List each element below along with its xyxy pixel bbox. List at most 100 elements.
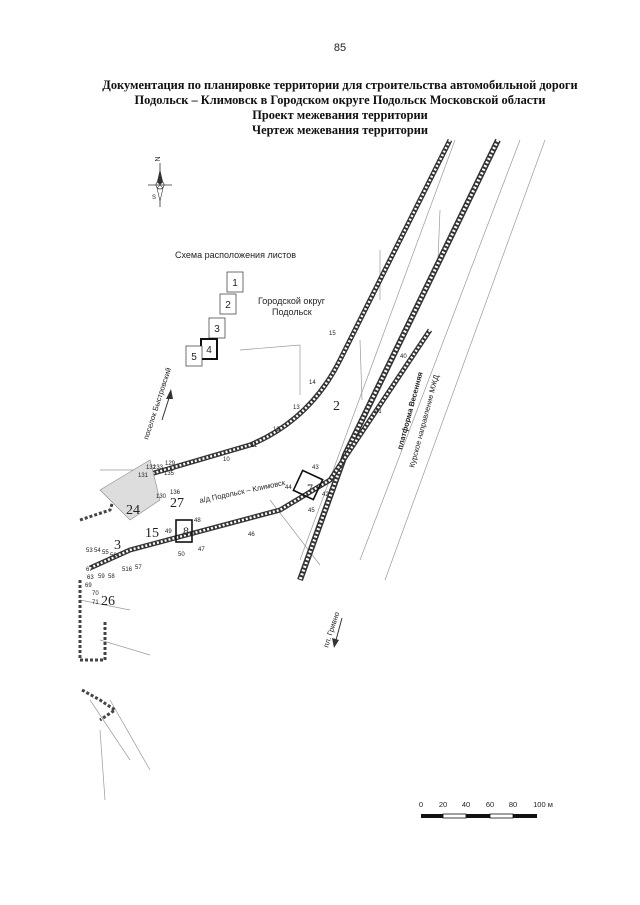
boundary-line [79, 599, 131, 611]
station-arrow-icon [332, 617, 343, 648]
zone-24: 24 [126, 503, 140, 518]
point-46: 46 [248, 532, 255, 538]
point-43: 43 [312, 465, 319, 471]
sheet-box-5 [185, 345, 203, 367]
scale-seg [466, 814, 490, 818]
compass-rose-icon: N S [148, 156, 172, 207]
boundary-line [437, 209, 441, 261]
point-44: 44 [285, 485, 292, 491]
boundary-line [359, 339, 363, 401]
point-14: 14 [309, 380, 316, 386]
point-130: 130 [156, 494, 167, 500]
point-47: 47 [198, 547, 205, 553]
point-135: 135 [164, 471, 175, 477]
boundary-line [359, 139, 521, 561]
scale-tick-100: 100 м [533, 800, 553, 809]
boundary-line [99, 639, 151, 656]
point-50: 50 [178, 552, 185, 558]
scale-tick-60: 60 [486, 800, 494, 809]
boundary-line [299, 139, 456, 561]
boundary-line [109, 699, 151, 771]
scale-bar: 0 20 40 60 80 100 м [419, 800, 553, 819]
background-lines [79, 139, 546, 801]
point-63: 63 [87, 575, 94, 581]
scheme-caption: Схема расположения листов [175, 250, 296, 260]
settlement-arrow-icon [161, 389, 173, 421]
zone-8: 8 [183, 524, 189, 538]
point-69: 69 [85, 583, 92, 589]
point-11: 11 [251, 443, 258, 449]
point-42: 42 [322, 492, 329, 498]
settlement-hatch [99, 459, 161, 521]
road-lower-boundary [88, 328, 433, 571]
scale-tick-20: 20 [439, 800, 447, 809]
point-45: 45 [308, 508, 315, 514]
zone-7-box [292, 469, 324, 501]
point-40: 40 [400, 354, 407, 360]
road-line-lower-hatch [89, 329, 431, 570]
point-58: 58 [108, 574, 115, 580]
dashed-boundary [78, 580, 107, 662]
road-label: а/д Подольск – Климовск [199, 478, 287, 505]
point-55: 55 [102, 550, 109, 556]
scale-seg [513, 814, 537, 818]
point-41: 41 [375, 409, 382, 415]
zone-27: 27 [170, 496, 184, 511]
zone-8-box [175, 519, 193, 543]
point-516: 516 [122, 567, 133, 573]
point-71: 71 [92, 600, 99, 606]
point-48: 48 [194, 518, 201, 524]
scale-tick-80: 80 [509, 800, 517, 809]
page-number: 85 [333, 42, 347, 54]
point-53: 53 [86, 548, 93, 554]
railway-track [297, 138, 501, 582]
point-131: 131 [138, 473, 149, 479]
point-13: 13 [293, 405, 300, 411]
road-line-lower [88, 328, 433, 571]
title-line-4: Чертеж межевания территории [251, 123, 428, 137]
boundary-line [239, 344, 301, 351]
scale-tick-40: 40 [462, 800, 470, 809]
sheet-box-2 [219, 293, 237, 315]
scale-seg [489, 813, 514, 819]
compass-south: S [152, 195, 156, 201]
title-line-2: Подольск – Климовск в Городском округе П… [134, 93, 546, 107]
point-56: 56 [110, 553, 117, 559]
point-67: 67 [86, 567, 93, 573]
point-12: 12 [273, 427, 280, 433]
zone-2: 2 [333, 399, 340, 414]
point-59: 59 [98, 574, 105, 580]
road-upper-boundary [129, 138, 453, 483]
zone-26: 26 [101, 594, 115, 609]
scale-tick-0: 0 [419, 800, 423, 809]
railway-line [297, 138, 501, 582]
point-49: 49 [165, 529, 172, 535]
zone-3: 3 [114, 538, 121, 553]
sheet-label-5: 5 [191, 352, 197, 363]
point-10: 10 [223, 457, 230, 463]
point-54: 54 [94, 548, 101, 554]
sheet-label-4: 4 [206, 345, 212, 356]
document-title: Документация по планировке территории дл… [70, 78, 610, 138]
point-70: 70 [92, 591, 99, 597]
point-129: 129 [165, 461, 176, 467]
sheet-label-1: 1 [232, 278, 238, 289]
zone-15: 15 [145, 526, 159, 541]
scale-seg [421, 814, 443, 818]
sheet-label-2: 2 [225, 300, 231, 311]
boundary-line [384, 139, 546, 581]
boundary-points: 10 11 12 13 14 15 40 41 42 43 44 45 46 4… [85, 331, 407, 606]
sheet-label-3: 3 [214, 324, 220, 335]
road-line-upper-hatch [129, 139, 452, 482]
point-136: 136 [170, 490, 181, 496]
point-132: 132 [146, 465, 157, 471]
point-15: 15 [329, 331, 336, 337]
scale-seg [442, 813, 467, 819]
boundary-line [99, 729, 106, 801]
district-label-2: Подольск [272, 307, 312, 317]
zone-7: 7 [307, 481, 313, 495]
point-57: 57 [135, 565, 142, 571]
boundary-line [89, 699, 131, 761]
